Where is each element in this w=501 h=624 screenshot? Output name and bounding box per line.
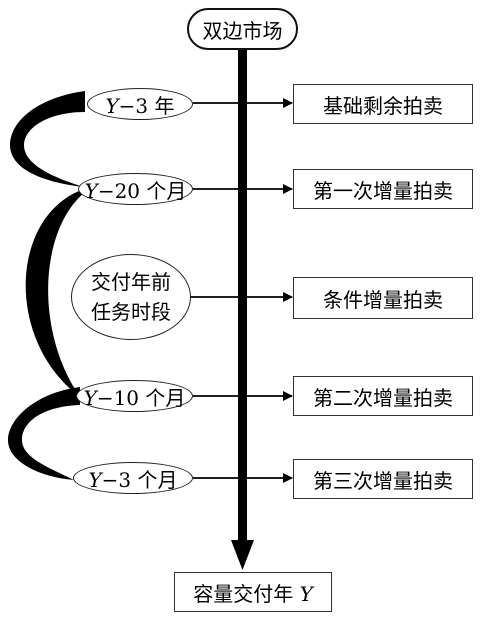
node-label: −3 年 [118,93,175,118]
node-label-line-2: 任务时段 [91,300,171,324]
node-label-line-1: 交付年前 [91,270,171,294]
y-variable: Y [88,467,102,492]
curve-connector-1 [10,91,85,187]
timeline-node-y-minus-10-months: Y−10 个月 [76,380,193,412]
auction-box-base-residual: 基础剩余拍卖 [293,84,473,124]
node-label: −10 个月 [96,385,186,410]
timeline-node-pre-delivery-period: 交付年前 任务时段 [71,254,191,340]
auction-box-second-incremental: 第二次增量拍卖 [293,376,473,416]
timeline-node-y-minus-20-months: Y−20 个月 [78,173,193,205]
node-label: −3 个月 [101,467,178,492]
two-sided-market-node: 双边市场 [187,8,298,50]
curve-connector-3 [8,387,80,480]
y-variable: Y [84,178,98,203]
timeline-node-y-minus-3-years: Y−3 年 [87,88,193,120]
auction-box-first-incremental: 第一次增量拍卖 [293,169,473,209]
curve-connector-2 [25,189,84,397]
y-variable: Y [105,93,119,118]
main-timeline-arrowhead [231,540,254,570]
y-variable: Y [299,581,313,606]
main-timeline-shaft [238,48,247,543]
auction-box-third-incremental: 第三次增量拍卖 [293,459,473,499]
auction-box-conditional-incremental: 条件增量拍卖 [293,277,473,319]
node-label: −20 个月 [97,178,187,203]
y-variable: Y [83,385,97,410]
timeline-node-y-minus-3-months: Y−3 个月 [73,462,193,494]
capacity-delivery-year-node: 容量交付年 Y [174,572,332,612]
node-label: 容量交付年 [193,581,300,606]
